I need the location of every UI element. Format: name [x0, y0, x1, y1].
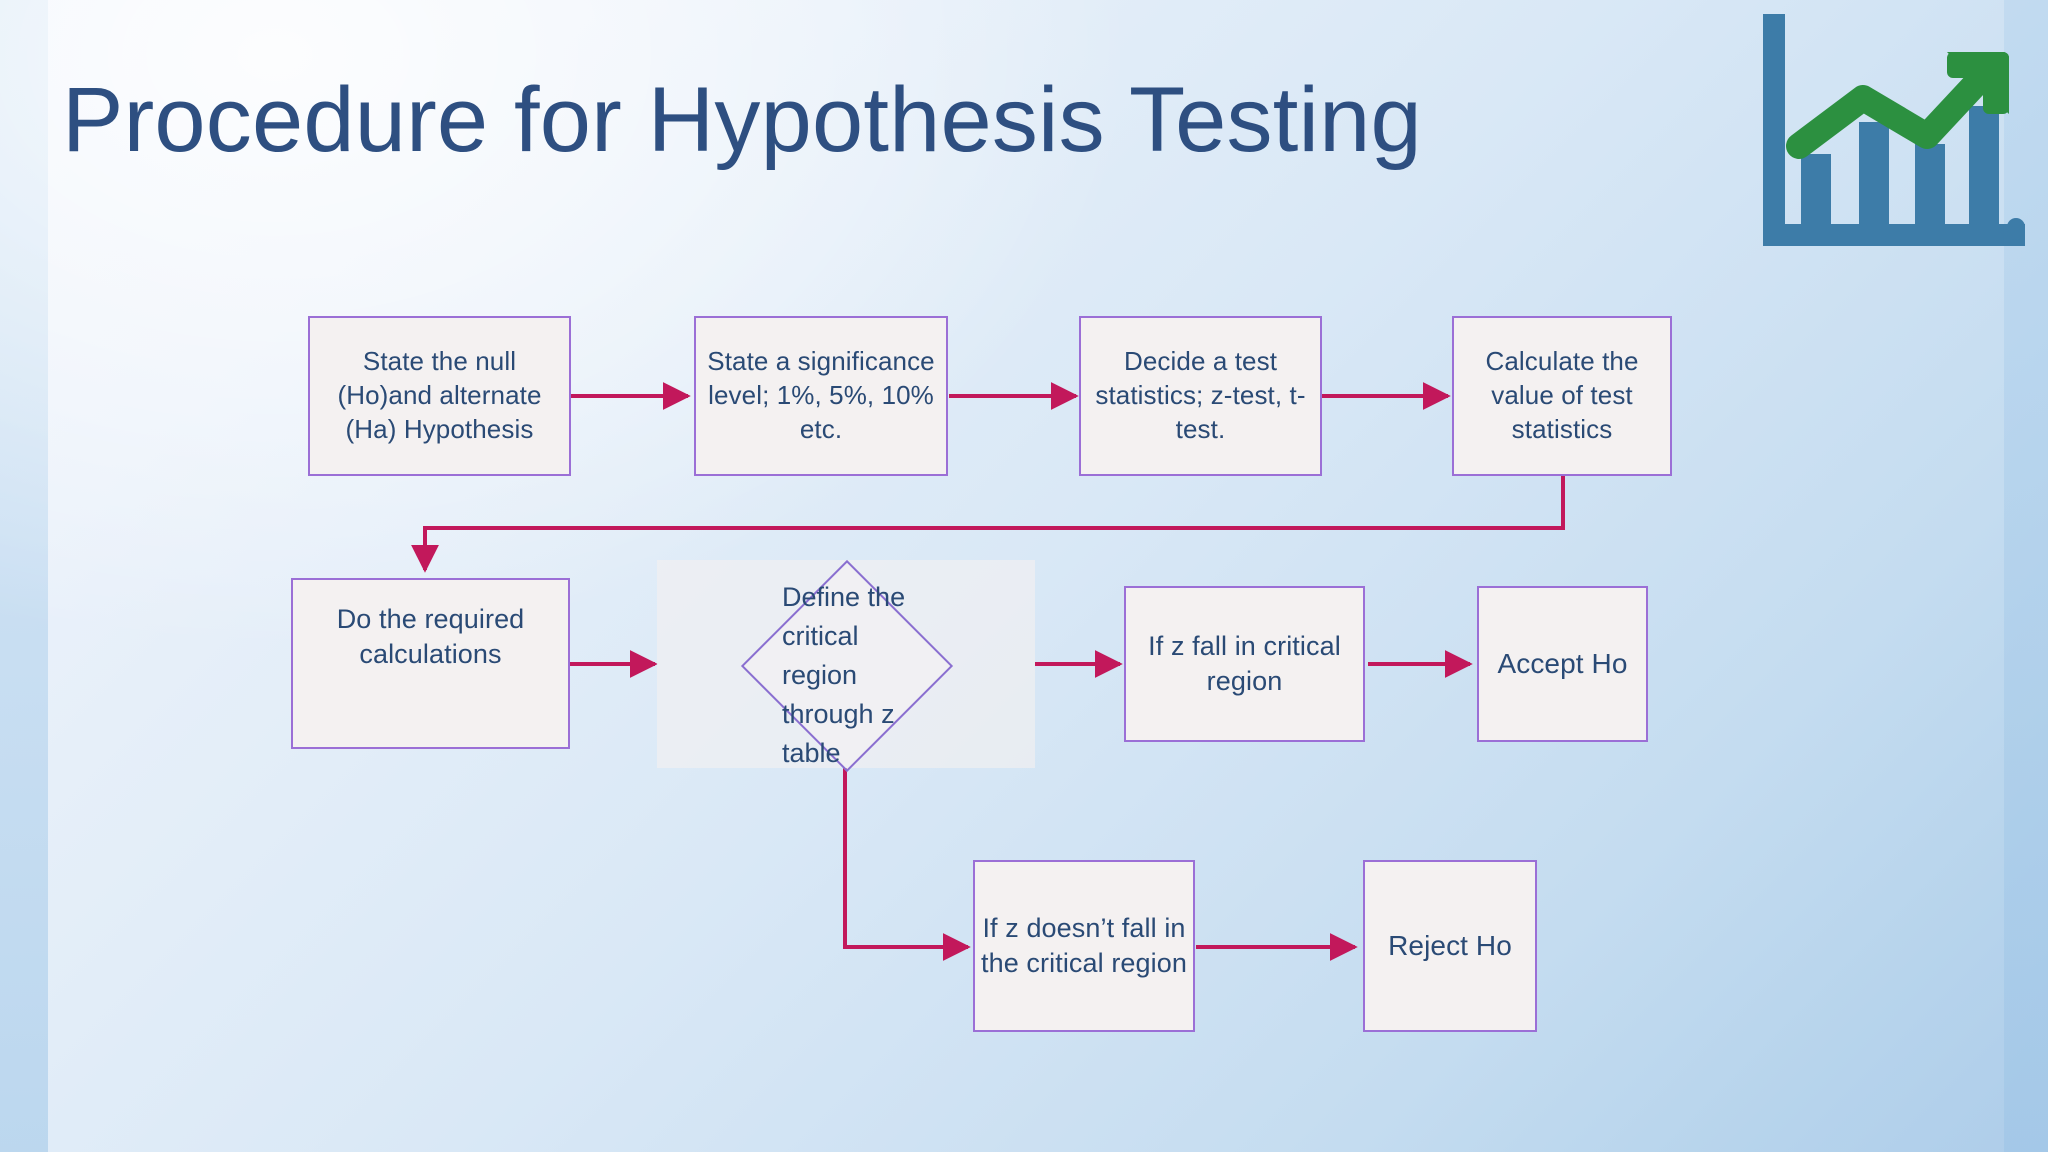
node-label: Decide a test statistics; z-test, t-test…: [1095, 346, 1306, 444]
node-decide-test[interactable]: Decide a test statistics; z-test, t-test…: [1079, 316, 1322, 476]
node-calculate-value[interactable]: Calculate the value of test statistics: [1452, 316, 1672, 476]
bar-chart-growth-icon: [1763, 14, 2025, 246]
node-state-hypothesis[interactable]: State the null (Ho)and alternate (Ha) Hy…: [308, 316, 571, 476]
node-z-in-region[interactable]: If z fall in critical region: [1124, 586, 1365, 742]
node-label: Reject Ho: [1388, 929, 1512, 961]
node-label: If z doesn’t fall in the critical region: [981, 912, 1187, 978]
node-label: Calculate the value of test statistics: [1485, 346, 1639, 444]
node-significance-level[interactable]: State a significance level; 1%, 5%, 10% …: [694, 316, 948, 476]
node-label: Define the critical region through z tab…: [782, 582, 906, 768]
node-label: State the null (Ho)and alternate (Ha) Hy…: [337, 346, 542, 444]
node-accept-ho[interactable]: Accept Ho: [1477, 586, 1648, 742]
node-reject-ho[interactable]: Reject Ho: [1363, 860, 1537, 1032]
node-do-calculations[interactable]: Do the required calculations: [291, 578, 570, 749]
node-label: Do the required calculations: [336, 604, 525, 670]
node-label: Accept Ho: [1497, 647, 1628, 679]
slide-right-edge-band: [2004, 0, 2048, 1152]
node-label: State a significance level; 1%, 5%, 10% …: [707, 346, 935, 444]
node-label: If z fall in critical region: [1148, 630, 1341, 696]
page-title: Procedure for Hypothesis Testing: [62, 69, 1422, 171]
node-z-not-in-region[interactable]: If z doesn’t fall in the critical region: [973, 860, 1195, 1032]
